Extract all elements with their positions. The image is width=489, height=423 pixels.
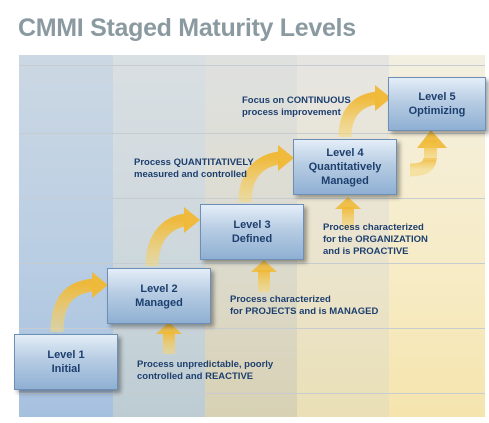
arrow-up-level4 bbox=[335, 197, 361, 229]
arrow-level3-to-level4 bbox=[238, 145, 294, 203]
level-2-name: Managed bbox=[135, 297, 183, 309]
level-2-description: Process characterized for PROJECTS and i… bbox=[230, 294, 378, 318]
arrow-level4-to-level5 bbox=[338, 85, 391, 138]
level-2-description-line: Process characterized bbox=[230, 294, 331, 305]
level-3-number: Level 3 bbox=[233, 219, 271, 231]
level-4-name-line1: Quantitatively bbox=[308, 161, 382, 173]
grid-line bbox=[19, 263, 485, 264]
grid-line bbox=[19, 198, 485, 199]
level-2-description-line: for PROJECTS and is MANAGED bbox=[230, 306, 379, 317]
level-4-description-line: measured and controlled bbox=[134, 169, 247, 180]
level-4-box: Level 4 Quantitatively Managed bbox=[293, 139, 397, 195]
level-3-name: Defined bbox=[231, 233, 273, 245]
grid-line bbox=[19, 393, 485, 394]
arrow-level1-to-level2 bbox=[50, 272, 108, 333]
level-5-name: Optimizing bbox=[408, 105, 466, 117]
level-1-name: Initial bbox=[51, 363, 81, 375]
grid-line bbox=[19, 328, 485, 329]
level-4-number: Level 4 bbox=[326, 147, 364, 159]
level-1-number: Level 1 bbox=[47, 349, 85, 361]
arrow-up-level2 bbox=[156, 322, 182, 354]
arrow-level2-to-level3 bbox=[145, 207, 200, 267]
level-5-box: Level 5 Optimizing bbox=[388, 77, 486, 131]
level-3-description-line: and is PROACTIVE bbox=[323, 246, 409, 257]
level-1-description: Process unpredictable, poorly controlled… bbox=[137, 359, 273, 383]
level-3-box: Level 3 Defined bbox=[200, 204, 304, 260]
arrow-up-level3 bbox=[251, 260, 277, 292]
level-4-name-line2: Managed bbox=[321, 175, 369, 187]
arrow-continuous-improvement bbox=[409, 130, 447, 177]
level-1-box: Level 1 Initial bbox=[14, 334, 118, 390]
level-3-description-line: Process characterized bbox=[323, 222, 424, 233]
level-5-description: Focus on CONTINUOUS process improvement bbox=[242, 95, 351, 119]
level-5-number: Level 5 bbox=[418, 91, 456, 103]
level-1-description-line: Process unpredictable, poorly bbox=[137, 359, 274, 370]
level-5-description-line: Focus on CONTINUOUS bbox=[242, 95, 351, 106]
level-3-description: Process characterized for the ORGANIZATI… bbox=[323, 222, 428, 258]
level-2-box: Level 2 Managed bbox=[107, 268, 211, 324]
grid-line bbox=[19, 133, 485, 134]
level-4-description-line: Process QUANTITATIVELY bbox=[134, 157, 254, 168]
level-3-description-line: for the ORGANIZATION bbox=[323, 234, 428, 245]
level-5-description-line: process improvement bbox=[242, 107, 341, 118]
level-1-description-line: controlled and REACTIVE bbox=[137, 371, 254, 382]
level-4-description: Process QUANTITATIVELY measured and cont… bbox=[134, 157, 254, 181]
grid-line bbox=[19, 65, 485, 66]
page-title: CMMI Staged Maturity Levels bbox=[18, 14, 356, 42]
level-2-number: Level 2 bbox=[140, 283, 178, 295]
